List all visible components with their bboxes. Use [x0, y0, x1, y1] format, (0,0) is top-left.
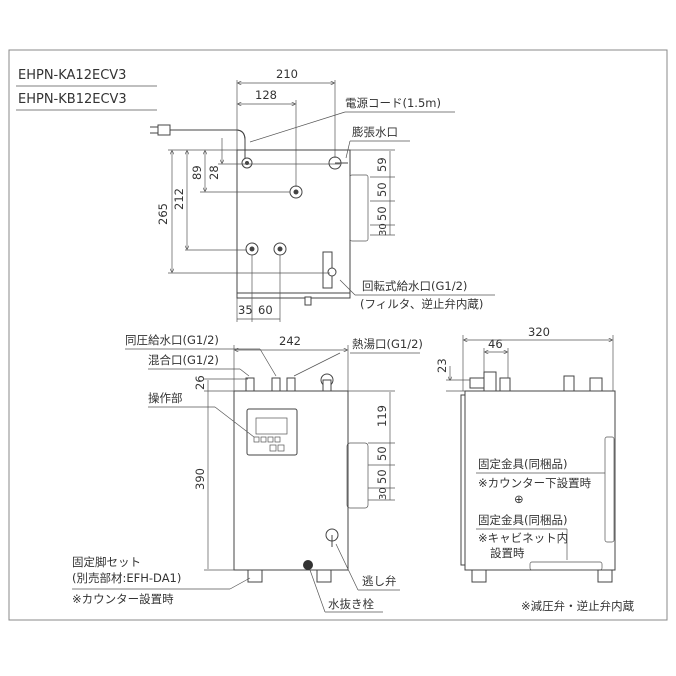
- fitting-icon: [241, 157, 253, 169]
- label-bracket-1: 固定金具(同梱品): [478, 457, 567, 471]
- label-rotary-inlet: 回転式給水口(G1/2): [362, 279, 467, 293]
- plan-view: 210 128 265 212 89 28 59 50 50 30 35 60 …: [150, 67, 495, 322]
- dim-265: 265: [156, 203, 170, 225]
- label-legs-set-note: (別売部材:EFH-DA1): [72, 571, 181, 585]
- dim-210: 210: [276, 67, 298, 81]
- expansion-port-icon: [328, 156, 348, 170]
- or-symbol: ⊕: [514, 492, 524, 506]
- dim-212: 212: [172, 188, 186, 210]
- fitting-icon: [245, 242, 259, 256]
- front-view: 242 26 390 119 50 50 30 同圧給水口(G1/2) 混合口(…: [72, 333, 423, 613]
- label-rotary-inlet-note: (フィルタ、逆止弁内蔵): [360, 297, 483, 311]
- label-power-cord: 電源コード(1.5m): [345, 96, 441, 110]
- drawing-frame: [8, 49, 668, 621]
- label-same-pressure-inlet: 同圧給水口(G1/2): [125, 333, 219, 347]
- model-name-ka: EHPN-KA12ECV3: [18, 68, 126, 83]
- side-view: 320 46 23 固定金具(同梱品) ※カウンター下設置時 ⊕ 固定金具(同梱…: [435, 325, 635, 613]
- dim-50-c: 50: [375, 446, 389, 461]
- fitting-icon: [289, 185, 303, 199]
- dim-119: 119: [375, 405, 389, 427]
- label-mixing-port: 混合口(G1/2): [148, 353, 219, 367]
- label-hot-water-port: 熱湯口(G1/2): [352, 337, 423, 351]
- dim-128: 128: [255, 88, 277, 102]
- dim-35: 35: [238, 303, 253, 317]
- label-legs-set-note2: ※カウンター設置時: [72, 592, 174, 606]
- label-drain-plug: 水抜き栓: [328, 597, 374, 611]
- dim-50-d: 50: [375, 469, 389, 484]
- dim-46: 46: [488, 337, 503, 351]
- dim-26: 26: [193, 375, 207, 390]
- label-bracket-2-note2: 設置時: [490, 546, 525, 560]
- label-bracket-2: 固定金具(同梱品): [478, 513, 567, 527]
- dim-89: 89: [190, 165, 204, 180]
- dim-23: 23: [435, 358, 449, 373]
- dim-390: 390: [193, 468, 207, 490]
- dim-30: 30: [378, 223, 389, 236]
- label-expansion-port: 膨張水口: [352, 125, 398, 139]
- dim-50-b: 50: [375, 206, 389, 221]
- relief-valve-icon: [325, 528, 339, 547]
- footnote: ※減圧弁・逆止弁内蔵: [521, 599, 635, 613]
- dim-242: 242: [279, 334, 301, 348]
- drain-plug-icon: [303, 560, 313, 570]
- dim-60: 60: [258, 303, 273, 317]
- label-bracket-1-note: ※カウンター下設置時: [478, 476, 592, 490]
- model-name-kb: EHPN-KB12ECV3: [18, 92, 127, 107]
- port-icon: [245, 373, 334, 392]
- dim-59: 59: [375, 157, 389, 172]
- control-panel: [246, 408, 298, 456]
- power-plug-icon: [150, 124, 171, 136]
- fitting-icon: [469, 371, 603, 392]
- rotary-inlet-icon: [322, 251, 337, 289]
- dim-30-b: 30: [378, 487, 389, 500]
- label-legs-set: 固定脚セット: [72, 555, 141, 569]
- fitting-icon: [273, 242, 287, 256]
- dim-28: 28: [207, 165, 221, 180]
- label-relief-valve: 逃し弁: [362, 574, 397, 588]
- label-bracket-2-note: ※キャビネット内: [478, 531, 568, 545]
- label-control-panel: 操作部: [148, 391, 183, 405]
- dim-50-a: 50: [375, 182, 389, 197]
- dim-320: 320: [528, 325, 550, 339]
